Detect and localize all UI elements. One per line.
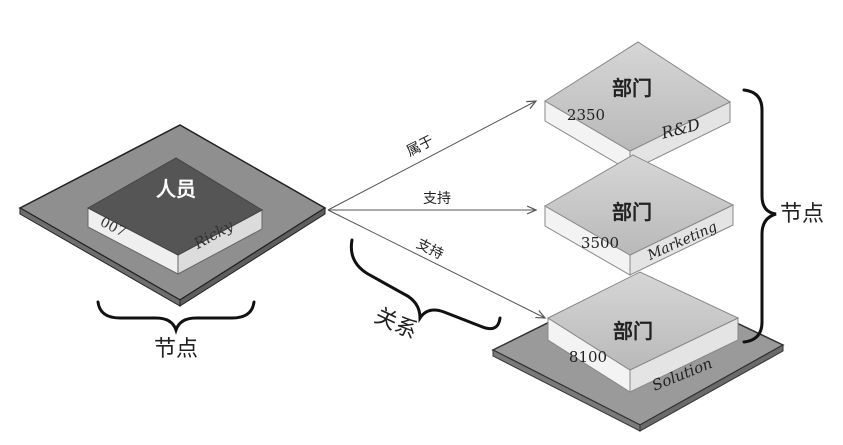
edges: 属于 支持 支持 xyxy=(327,101,545,318)
dept-rd-top xyxy=(544,41,732,152)
relation-brace xyxy=(349,238,502,331)
right-node-brace xyxy=(742,88,777,344)
dept-solution-id: 8100 xyxy=(569,348,607,366)
edge-supports-2 xyxy=(327,209,545,318)
dept-rd-title: 部门 xyxy=(612,76,652,100)
dept-rd-id: 2350 xyxy=(567,106,605,124)
dept-node-marketing: 部门 3500 Marketing xyxy=(544,154,735,276)
person-node: 人员 007 Ricky xyxy=(18,124,327,307)
dept-marketing-title: 部门 xyxy=(612,200,652,224)
right-node-label: 节点 xyxy=(780,202,824,227)
left-node-label: 节点 xyxy=(154,337,198,362)
dept-node-rd: 部门 2350 R&D xyxy=(544,41,732,172)
edge-belongs-to xyxy=(327,101,536,211)
dept-solution-top xyxy=(546,271,740,371)
relation-label: 关系 xyxy=(371,303,421,344)
edge-label-supports-2: 支持 xyxy=(414,236,446,263)
dept-node-solution: 部门 8100 Solution xyxy=(491,271,785,432)
dept-marketing-id: 3500 xyxy=(581,234,619,252)
dept-solution-title: 部门 xyxy=(613,319,653,343)
edge-label-supports-1: 支持 xyxy=(423,191,451,207)
dept-marketing-top xyxy=(544,154,735,256)
person-block-top xyxy=(86,157,264,256)
left-node-brace xyxy=(96,300,256,335)
person-title: 人员 xyxy=(156,177,196,201)
